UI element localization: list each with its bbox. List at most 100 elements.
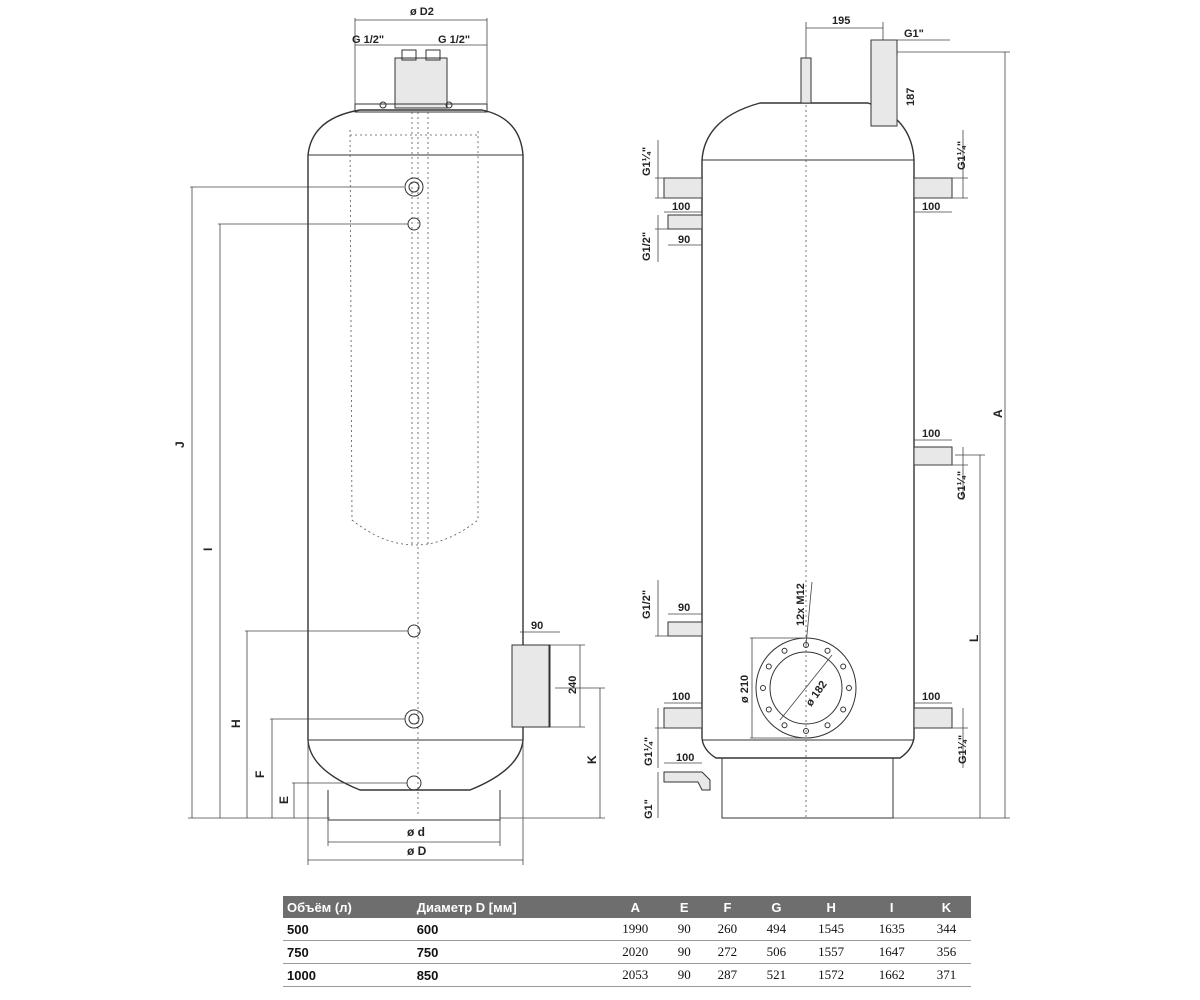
bolt-spec-leader [805,581,813,646]
front-view: ø D2 G 1/2" G 1/2" J I H F E ø d [173,6,605,865]
e-label: E [277,796,291,804]
g-half-right-label: G 1/2" [438,34,470,46]
header-volume: Объём (л) [283,896,413,918]
dim-100-low-left-label: 100 [672,691,690,703]
table-cell: 521 [751,963,801,987]
table-row: 750 750 2020 90 272 506 1557 1647 356 [283,940,971,964]
bolt-4 [846,685,852,691]
g114-low-right-label: G1¼" [957,735,969,764]
dim-100-bottom-label: 100 [676,752,694,764]
port-tl-fitting [663,177,703,199]
port-ll-fitting [663,707,703,729]
bolt-left [379,101,387,109]
d-big-label: ø D [407,844,427,858]
dim-100-mr-label: 100 [922,428,940,440]
table-cell: 1662 [861,963,922,987]
side-flange [511,644,551,728]
bolt-11 [765,663,772,670]
bolt-7 [803,728,809,734]
i-label: I [201,548,215,551]
g114-low-left-label: G1¼" [643,737,655,766]
table-cell: 90 [665,940,703,964]
bolt-2 [824,647,831,654]
f-label: F [253,771,267,778]
table-cell: 287 [702,963,752,987]
header-f: F [702,896,752,918]
d2-label: ø D2 [410,6,434,18]
dim-90-left-upper-label: 90 [678,234,690,246]
technical-drawing: ø D2 G 1/2" G 1/2" J I H F E ø d [173,6,1010,865]
g12-left-lower-label: G1/2" [641,590,653,619]
top-fitting-right-nipple [425,49,441,61]
h-label: H [229,719,243,728]
table-cell: 500 [283,918,413,941]
g12-left-upper-label: G1/2" [641,232,653,261]
table-cell: 1572 [800,963,862,987]
table-cell: 750 [412,940,605,964]
bolt-9 [765,706,772,713]
table-cell: 1635 [861,918,922,941]
bolt-10 [760,685,766,691]
k-label: K [585,755,599,764]
base-skirt-front [327,790,501,821]
g114-top-right-label: G1¼" [956,141,968,170]
table-cell: 371 [921,963,971,987]
manhole-inner [769,651,843,725]
flange-240-label: 240 [567,676,579,694]
d-small-label: ø d [407,825,425,839]
bolt-6 [824,722,831,729]
table-cell: 90 [665,963,703,987]
table-cell: 850 [412,963,605,987]
port-f [404,709,424,729]
top-g1-fitting [870,39,898,127]
spec-table: Объём (л) Диаметр D [мм] A E F G H I K 5… [283,896,971,987]
port-e [406,775,422,791]
port-tr-fitting [913,177,953,199]
table-cell: 1545 [800,918,862,941]
port-mr-fitting [913,446,953,466]
header-i: I [861,896,922,918]
port-g12-lower-fitting [667,621,703,637]
header-k: K [921,896,971,918]
d210-label: ø 210 [739,675,751,703]
flange-90-label: 90 [531,620,543,632]
dim-195-label: 195 [832,15,850,27]
header-e: E [665,896,703,918]
drain-fitting [663,771,711,791]
top-fitting-left-nipple [401,49,417,61]
table-cell: 494 [751,918,801,941]
header-diameter: Диаметр D [мм] [412,896,605,918]
top-fitting-block [394,57,448,109]
spec-table-header-row: Объём (л) Диаметр D [мм] A E F G H I K [283,896,971,918]
dim-90-left-lower-label: 90 [678,602,690,614]
table-cell: 272 [702,940,752,964]
port-h [407,624,421,638]
port-j [404,177,424,197]
table-cell: 2020 [605,940,666,964]
top-plate [354,103,488,113]
g1-bottom-label: G1" [643,799,655,819]
header-h: H [800,896,862,918]
table-row: 500 600 1990 90 260 494 1545 1635 344 [283,918,971,941]
port-f-inner [408,713,420,725]
table-cell: 1647 [861,940,922,964]
table-cell: 356 [921,940,971,964]
g114-top-left-label: G1¼" [641,147,653,176]
base-skirt-side [721,758,894,819]
bolt-5 [840,706,847,713]
port-j-inner [408,181,420,193]
port-g12-upper-fitting [667,214,703,230]
tank-body-side [701,102,915,759]
table-row: 1000 850 2053 90 287 521 1572 1662 371 [283,963,971,987]
tank-body-front [307,109,524,791]
table-cell: 506 [751,940,801,964]
dim-187-label: 187 [905,88,917,106]
table-cell: 90 [665,918,703,941]
d182-label: ø 182 [804,679,830,709]
table-cell: 600 [412,918,605,941]
l-label: L [967,635,981,642]
table-cell: 2053 [605,963,666,987]
header-g: G [751,896,801,918]
table-cell: 260 [702,918,752,941]
table-cell: 1990 [605,918,666,941]
